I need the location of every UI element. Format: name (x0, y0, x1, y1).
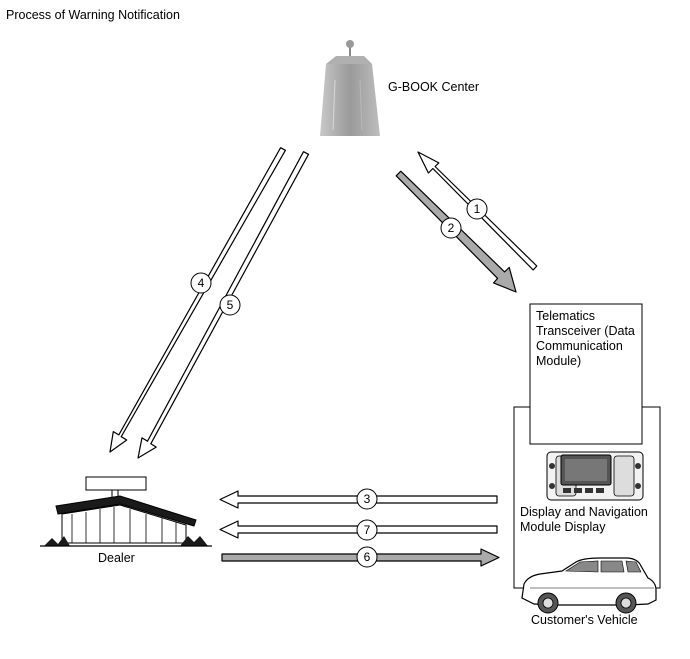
step-label-4: 4 (198, 276, 205, 290)
arrow-step-4 (109, 147, 286, 453)
telematics-box (529, 303, 643, 445)
step-label-7: 7 (364, 523, 371, 537)
display-navigation-module-label: Display and Navigation Module Display (520, 505, 648, 534)
navigation-display-panel-icon (546, 451, 644, 501)
step-circle-7: 7 (356, 519, 378, 541)
telematics-transceiver-label: Telematics Transceiver (Data Communicati… (536, 309, 635, 368)
dealer-label: Dealer (98, 551, 135, 565)
step-circle-1: 1 (466, 198, 488, 220)
step-label-6: 6 (364, 550, 371, 564)
step-label-3: 3 (364, 492, 371, 506)
step-circle-5: 5 (219, 294, 241, 316)
step-circle-3: 3 (356, 488, 378, 510)
step-label-1: 1 (474, 202, 481, 216)
dealer-building-icon (40, 476, 212, 547)
gbook-center-building-icon (320, 40, 380, 136)
gbook-center-label: G-BOOK Center (388, 80, 479, 94)
step-label-2: 2 (448, 221, 455, 235)
customer-vehicle-icon (521, 557, 657, 614)
step-circle-4: 4 (190, 272, 212, 294)
step-circle-2: 2 (440, 217, 462, 239)
diagram-title: Process of Warning Notification (6, 8, 180, 22)
customer-vehicle-label: Customer's Vehicle (531, 613, 638, 627)
step-circle-6: 6 (356, 546, 378, 568)
step-label-5: 5 (227, 298, 234, 312)
